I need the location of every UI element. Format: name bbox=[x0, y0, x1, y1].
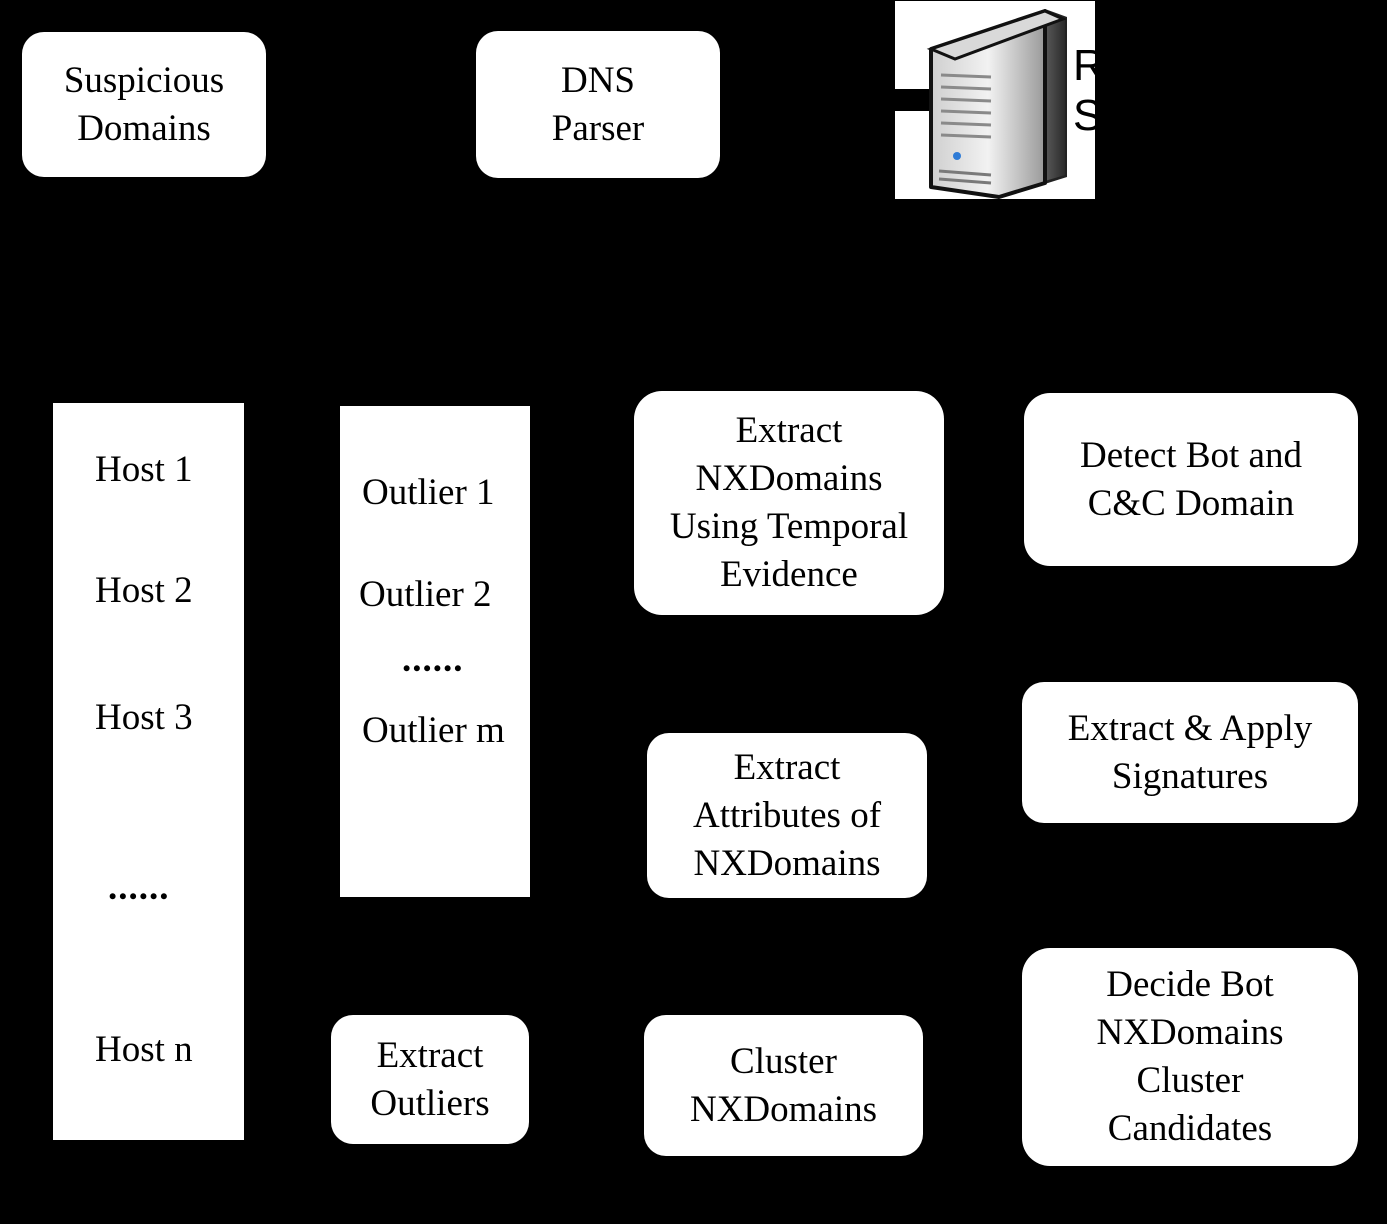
hosts-panel: Host 1 Host 2 Host 3 ...... Host n bbox=[53, 403, 244, 1140]
host-label: Host n bbox=[95, 1029, 193, 1070]
server-panel: R S bbox=[895, 1, 1095, 199]
dns-parser-box: DNS Parser bbox=[476, 31, 720, 178]
extract-attributes-box: Extract Attributes of NXDomains bbox=[647, 733, 927, 898]
outliers-panel: Outlier 1 Outlier 2 ...... Outlier m bbox=[340, 406, 530, 897]
server-label: R S bbox=[1073, 41, 1095, 140]
extract-apply-signatures-box: Extract & Apply Signatures bbox=[1022, 682, 1358, 823]
host-label: Host 2 bbox=[95, 570, 193, 611]
host-ellipsis: ...... bbox=[108, 867, 170, 908]
decide-bot-cluster-box: Decide Bot NXDomains Cluster Candidates bbox=[1022, 948, 1358, 1166]
outlier-label: Outlier 1 bbox=[362, 472, 495, 513]
detect-bot-cc-box: Detect Bot and C&C Domain bbox=[1024, 393, 1358, 566]
outlier-ellipsis: ...... bbox=[402, 639, 464, 680]
outlier-label: Outlier m bbox=[362, 710, 505, 751]
extract-nxdomains-temporal-box: Extract NXDomains Using Temporal Evidenc… bbox=[634, 391, 944, 615]
outlier-label: Outlier 2 bbox=[359, 574, 492, 615]
server-icon bbox=[895, 9, 1067, 199]
extract-outliers-box: Extract Outliers bbox=[331, 1015, 529, 1144]
host-label: Host 3 bbox=[95, 697, 193, 738]
host-label: Host 1 bbox=[95, 449, 193, 490]
cluster-nxdomains-box: Cluster NXDomains bbox=[644, 1015, 923, 1156]
suspicious-domains-box: Suspicious Domains bbox=[22, 32, 266, 177]
